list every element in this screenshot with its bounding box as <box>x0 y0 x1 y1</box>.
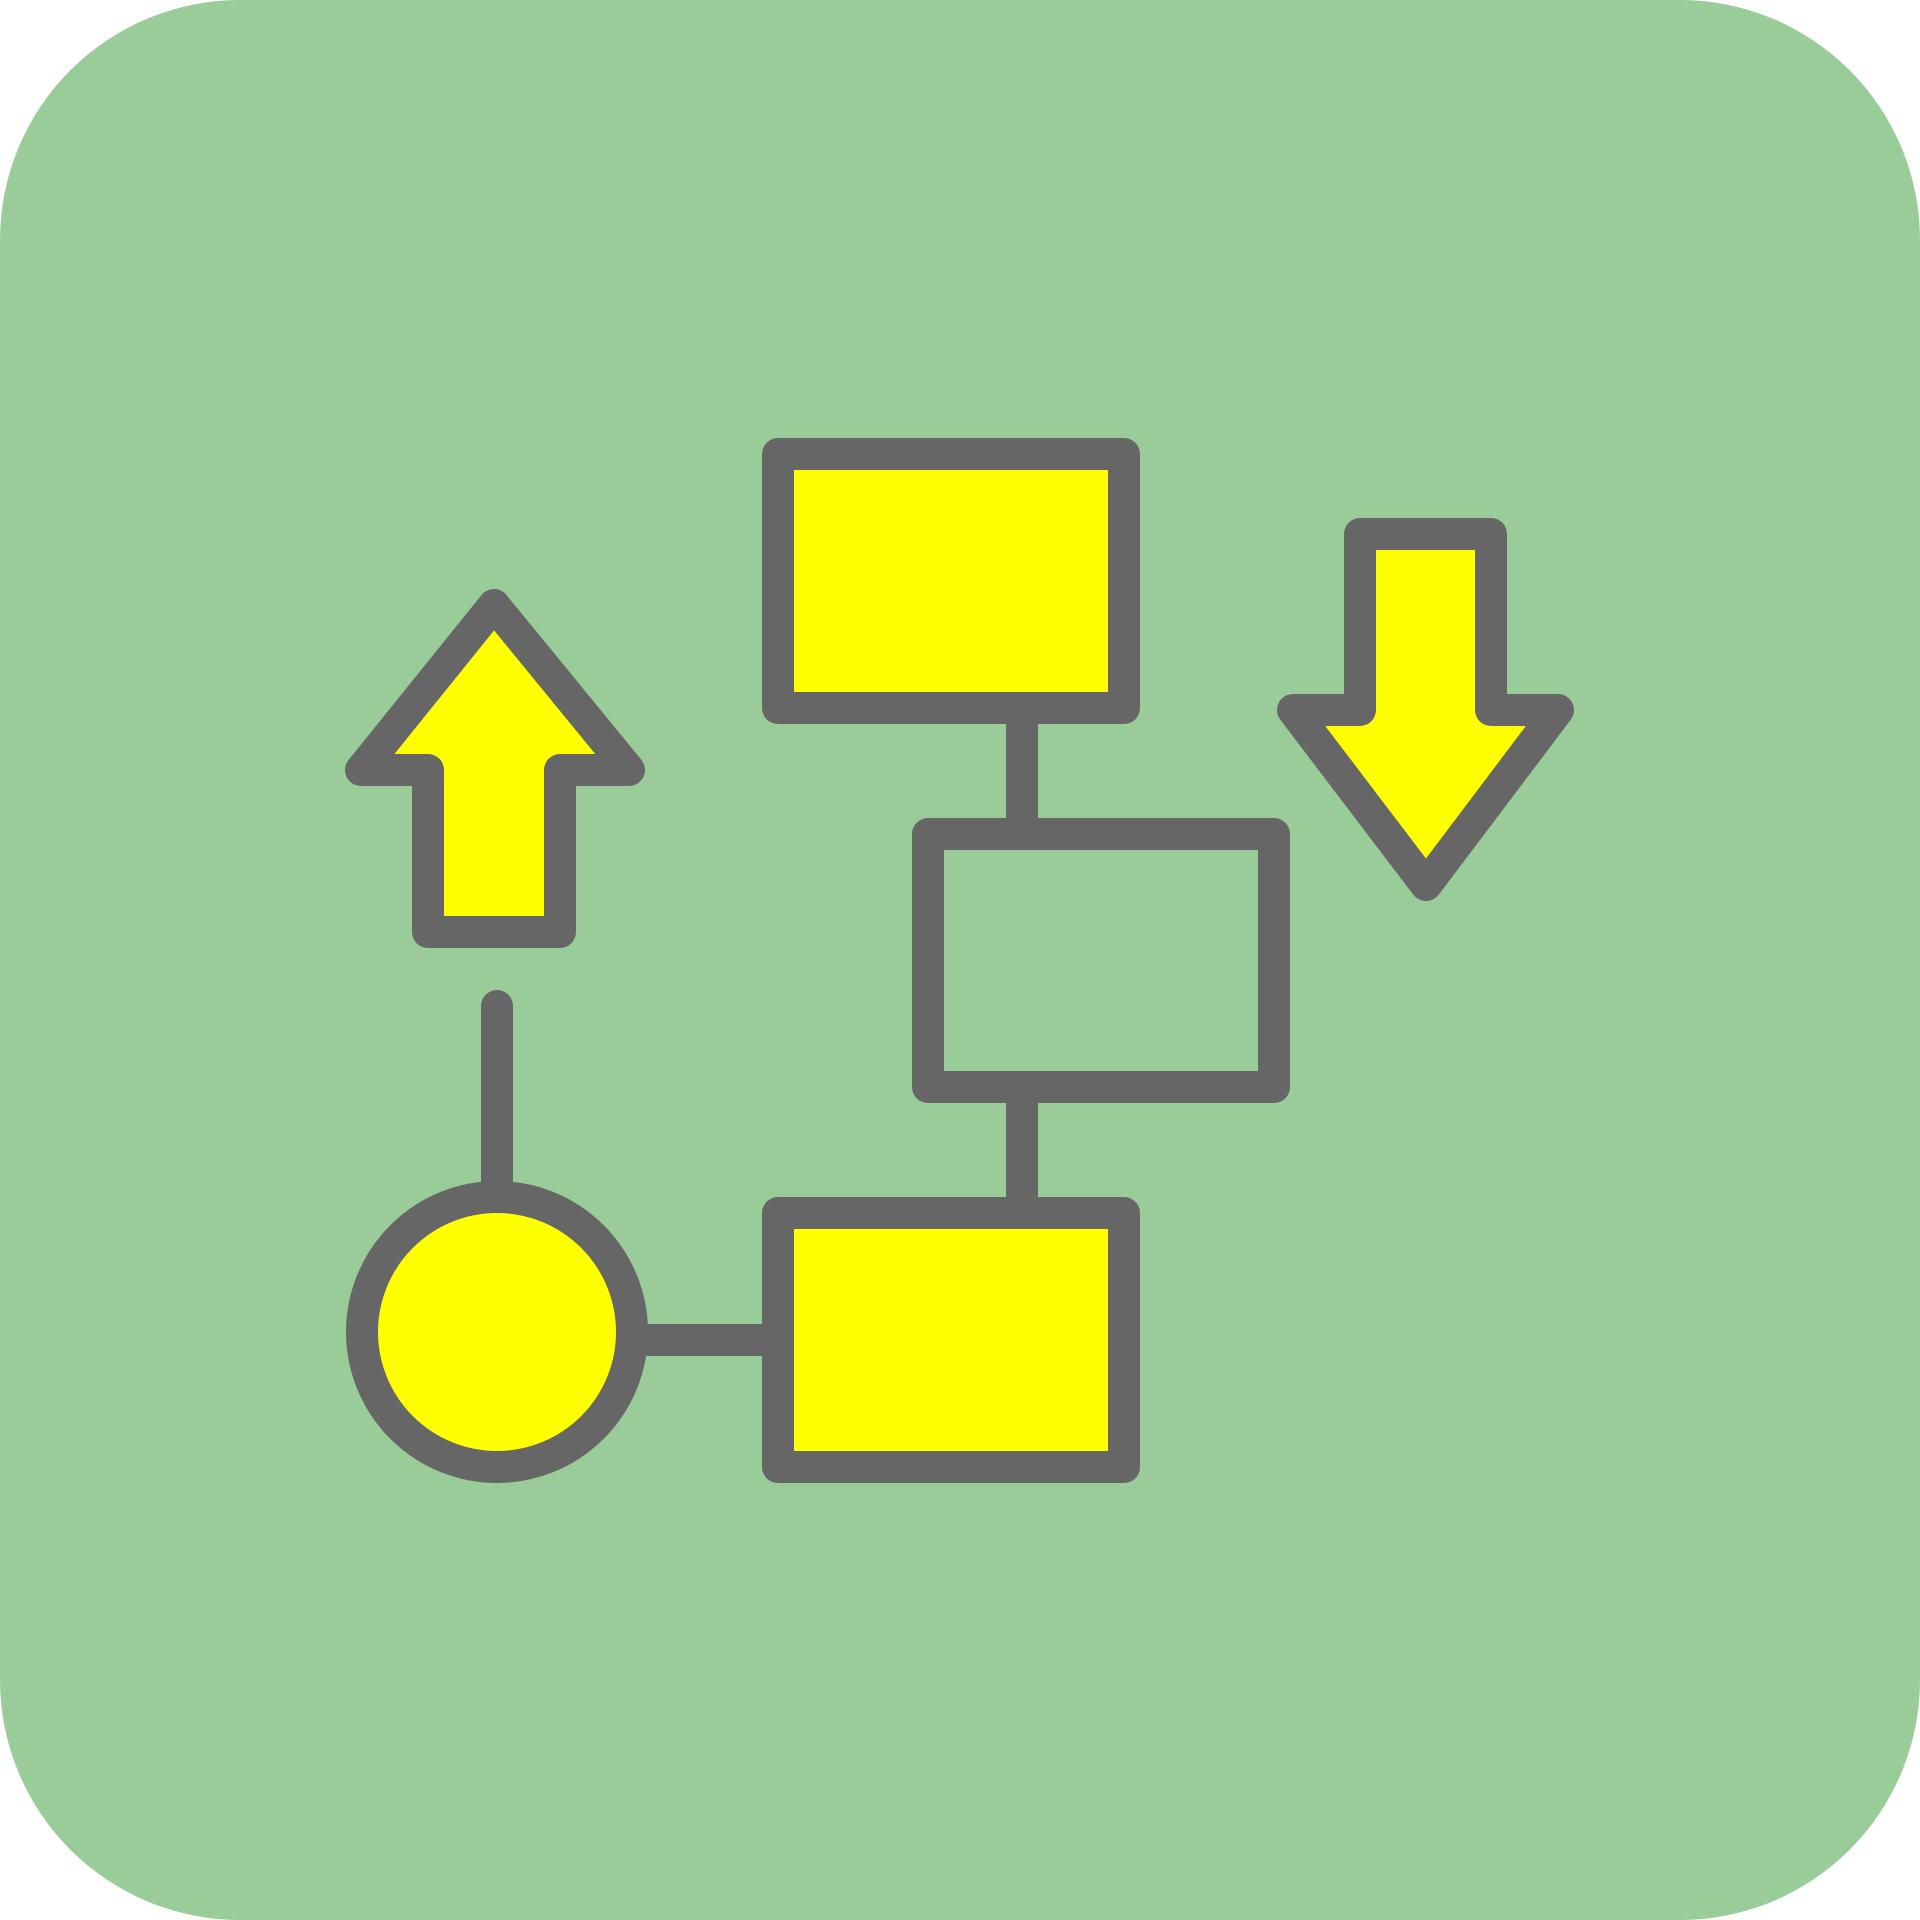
up-arrow-icon <box>345 589 645 948</box>
bottom-process-box <box>762 1197 1140 1483</box>
middle-process-box <box>912 818 1290 1103</box>
start-circle <box>346 1181 648 1483</box>
top-process-box <box>762 438 1140 724</box>
down-arrow-icon <box>1277 518 1574 901</box>
